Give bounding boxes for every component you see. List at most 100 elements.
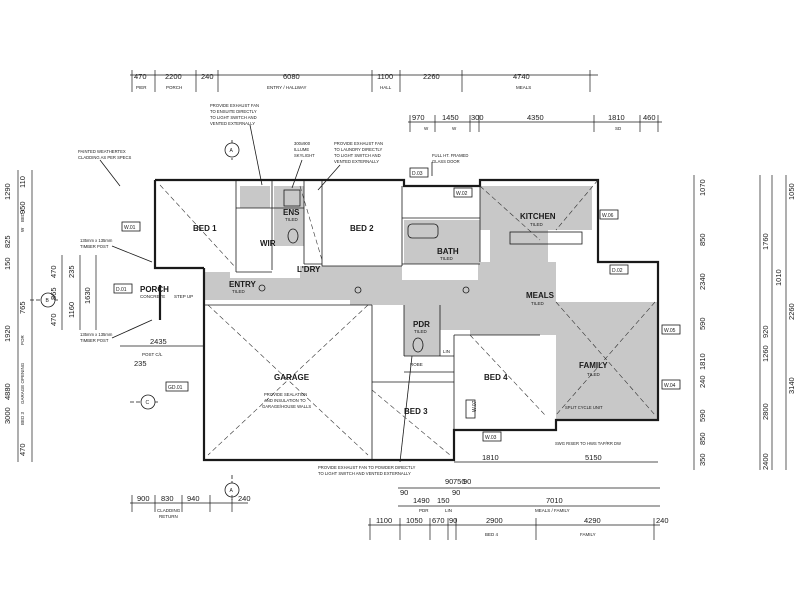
left-dim-11: 470 [49,313,58,326]
post-dim-2: 235 [134,359,147,368]
top-dimension-row-2: 970 1450 300 4350 1810 460 W W SD [408,113,662,132]
top2-dim-label-w2: W [452,126,457,131]
right-dim-14: 2800 [761,403,770,420]
right-dim-13: 3140 [787,377,796,394]
svg-text:W.05: W.05 [664,328,676,334]
svg-text:D.01: D.01 [116,287,127,293]
note-timber-post-1a: 135mm x 135mm [80,238,113,243]
section-marker-c: C [130,394,160,410]
right-dim-10: 920 [761,325,770,338]
bottom5-label-family: FAMILY [580,532,596,537]
room-powder-finish: TILED [414,329,428,334]
svg-text:W.01: W.01 [124,225,136,231]
bottom4-dim-1: 90 [400,488,408,497]
shaded-zones [204,186,658,420]
room-step-up: STEP UP [174,294,193,299]
bottom1-dim-2: 5150 [585,453,602,462]
note-exhaust-powder-1: PROVIDE EXHAUST FAN TO POWDER DIRECTLY [318,465,416,470]
left-dim-12: 765 [18,301,27,314]
left-dim-8: 865 [49,287,58,300]
left-dim-10: 1160 [67,302,76,318]
bottom5-dim-6: 4290 [584,516,601,525]
top-dim-5: 1100 [377,72,393,81]
roof-hip-lines [159,179,656,456]
window-tag-w05: W.05 [661,324,681,335]
room-kitchen: KITCHEN [520,212,556,221]
bottom4-label-meals-family: MEALS / FAMILY [535,508,570,513]
room-bath-finish: TILED [440,256,454,261]
left-label-garage-opening: GARAGE OPENING [20,362,25,404]
bottom2-dim-3: 940 [187,494,200,503]
right-dim-4: 1050 [787,183,796,200]
right-dim-18: 2400 [761,453,770,470]
window-door-tags: W.01 W.02 W.03 W.04 W.05 W.06 W.07 D.01 [113,167,681,442]
external-walls [153,178,660,462]
bottom5-label-bed4: BED 4 [485,532,499,537]
note-sealing-3: GARAGE/HOUSE WALLS [262,404,311,409]
room-robe: ROBE [410,362,423,367]
note-skylight-2: ILLUME [294,147,309,152]
bottom4-dim-4: 90 [452,488,460,497]
room-bed-4: BED 4 [484,373,508,382]
top-dim-3: 240 [201,72,214,81]
top-dim-6: 2260 [423,72,440,81]
right-dim-7: 1010 [774,269,783,286]
left-dim-5: 150 [3,257,12,270]
window-tag-w02: W.02 [453,187,473,198]
right-dim-12: 240 [698,375,707,388]
right-dim-15: 590 [698,409,707,422]
room-labels: BED 1 BED 2 ENS TILED WIR L'DRY BATH TIL… [140,208,608,416]
note-exhaust-ensuite-1: PROVIDE EXHAUST FAN [210,103,259,108]
room-ensuite: ENS [283,208,300,217]
room-entry: ENTRY [229,280,256,289]
room-family-finish: TILED [587,372,601,377]
svg-text:W.04: W.04 [664,383,676,389]
top2-dim-label-sd: SD [615,126,622,131]
hall-downlight [354,286,362,294]
top2-dim-4: 4350 [527,113,544,122]
note-timber-post-1b: TIMBER POST [80,244,109,249]
room-powder: PDR [413,320,430,329]
top2-dim-label-w1: W [424,126,429,131]
room-wir: WIR [260,239,276,248]
ensuite-toilet [287,228,299,244]
right-dim-3: 1760 [761,233,770,250]
left-dim-14: 4880 [3,383,12,400]
bottom3-dim-3: 90 [463,477,471,486]
room-porch: PORCH [140,285,169,294]
bottom4-label-lin: LIN [445,508,452,513]
bottom3-dim-2: 750 [453,477,466,486]
kitchen-island [509,231,583,245]
svg-text:W.02: W.02 [456,191,468,197]
room-bed-3: BED 3 [404,407,428,416]
section-marker-label: C [146,400,150,406]
right-dim-17: 350 [698,453,707,466]
internal-walls [204,180,540,460]
fixtures [258,189,583,353]
left-dim-16: 470 [18,443,27,456]
note-glass-door-1: FULL HT. FRAMED [432,153,468,158]
room-bed-1: BED 1 [193,224,217,233]
bottom5-dim-3: 670 [432,516,445,525]
left-dim-13: 1920 [3,325,12,342]
garage-door-tag-gd01: GD.01 [165,381,189,392]
note-timber-post-2a: 135mm x 135mm [80,332,113,337]
bottom2-label-return: RETURN [159,514,178,519]
left-dim-15: 3000 [3,407,12,424]
window-tag-w04: W.04 [661,379,681,390]
note-cladding-1: PAINTED WEATHERTEX [78,149,126,154]
bottom2-dim-2: 830 [161,494,174,503]
top-dim-label-entry: ENTRY / HALLWAY [267,85,307,90]
section-marker-b: B [30,292,58,308]
note-sealing-1: PROVIDE SEALATION [264,392,307,397]
note-exhaust-laundry-2: TO LAUNDRY DIRECTLY [334,147,383,152]
note-glass-door-2: GLASS DOOR [432,159,460,164]
room-family: FAMILY [579,361,608,370]
right-dimension-strings: 1070 850 1760 1050 2340 2260 1010 590 18… [693,175,796,470]
note-exhaust-ensuite-3: TO LIGHT SWITCH AND [210,115,257,120]
note-split-cycle: SPLIT CYCLE UNIT [565,405,603,410]
bottom5-dim-2: 1050 [406,516,423,525]
window-tag-w07: W.07 [465,399,478,419]
svg-text:W.07: W.07 [472,400,478,412]
